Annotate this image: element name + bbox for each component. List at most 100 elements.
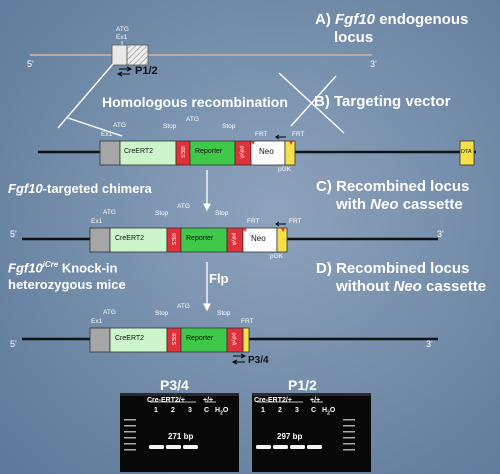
d-atg2-label: ATG <box>177 303 190 310</box>
gel-left-lane-h: H <box>215 407 221 414</box>
gel-right-band-size: 297 bp <box>277 432 303 441</box>
d-three-prime: 3' <box>426 339 433 349</box>
c-neo <box>242 227 278 253</box>
heading-a-line2: locus <box>334 29 374 46</box>
b-creert2-label: CreERT2 <box>124 148 154 155</box>
gel-left-lane-h2o: H2O <box>215 407 228 416</box>
heading-d-without: without <box>336 278 390 295</box>
d-exon <box>89 327 111 353</box>
d-frt-remnant <box>242 327 250 353</box>
c-pgk-label: pGK <box>270 253 284 260</box>
c-atg-label: ATG <box>103 209 116 216</box>
endogenous-exon-hatched <box>126 44 149 66</box>
gel-right-title: P1/2 <box>288 377 317 393</box>
heading-c-rest: cassette <box>402 196 463 213</box>
c-frt1-label: FRT <box>247 218 260 225</box>
gel-left-top-edge <box>120 393 239 396</box>
d-creert2-label: CreERT2 <box>115 335 145 342</box>
gel-left-title: P3/4 <box>160 377 189 393</box>
gel-right-lane-h2o: H2O <box>322 407 335 416</box>
p3-primer-icon <box>233 353 247 359</box>
gel-left-bg <box>120 393 239 472</box>
d-ires-label: IRES <box>169 333 176 345</box>
c-reporter-label: Reporter <box>186 235 214 242</box>
gel-right-genotype-het: Cre-ERT2/+ <box>254 397 292 404</box>
gel-right-lane-c: C <box>311 407 317 414</box>
d-polya-label: polyA <box>230 332 237 346</box>
knockin-sup: iCre <box>42 260 59 269</box>
d-five-prime: 5' <box>10 339 17 349</box>
d-creert2 <box>109 327 168 353</box>
endogenous-locus <box>30 41 372 77</box>
gel-right-lane-o: O <box>329 407 336 414</box>
gel-right-lane-1: 1 <box>261 407 265 414</box>
b-stop2-label: Stop <box>222 123 236 130</box>
c-ex1-label: Ex1 <box>91 218 103 225</box>
heading-c-line1: C) Recombined locus <box>316 178 470 195</box>
heading-a: A) Fgf10 endogenous <box>315 11 468 28</box>
gel-right-lane-h: H <box>322 407 328 414</box>
gel-left-genotype-wt: +/+ <box>203 397 214 404</box>
d-frt-label: FRT <box>241 318 254 325</box>
b-polya-label: polyA <box>238 145 245 159</box>
targeting-vector <box>38 134 476 166</box>
heading-c-neo: Neo <box>370 196 399 213</box>
gel-left-lane-o: O <box>222 407 229 414</box>
gel-left-lane-2: 2 <box>171 407 175 414</box>
gel-right-bands <box>256 445 322 449</box>
c-five-prime: 5' <box>10 229 17 239</box>
knockin-label: Fgf10iCre Knock-in <box>8 260 117 275</box>
gel-left-band-size: 271 bp <box>168 432 194 441</box>
heading-d-rest: cassette <box>426 278 487 295</box>
heading-c-line2: with Neo cassette <box>336 196 463 213</box>
d-reporter-label: Reporter <box>186 335 214 342</box>
heading-d-neo: Neo <box>393 278 422 295</box>
c-atg2-label: ATG <box>177 203 190 210</box>
c-polya-label: polyA <box>230 232 237 246</box>
c-primer-icon <box>275 221 286 227</box>
b-ires-label: IRES <box>178 146 185 158</box>
heading-a-letter: A) <box>315 11 331 28</box>
gel-left <box>120 393 239 472</box>
b-frt2-label: FRT <box>292 131 305 138</box>
gel-left-ladder <box>124 419 136 451</box>
vector-dta <box>459 140 475 166</box>
c-ires-label: IRES <box>169 233 176 245</box>
knockin-line2: heterozygous mice <box>8 277 126 292</box>
endogenous-exon-box <box>111 44 128 66</box>
flp-label: Flp <box>209 271 229 286</box>
homologous-recombination-label: Homologous recombination <box>102 94 288 110</box>
vector-exon <box>99 140 121 166</box>
c-pgk <box>276 227 288 253</box>
b-stop1-label: Stop <box>163 123 177 130</box>
p1-primer-icon <box>119 66 133 72</box>
a-three-prime: 3' <box>370 59 377 69</box>
c-neo-label: Neo <box>251 234 266 243</box>
gel-right-genotype-wt: +/+ <box>310 397 321 404</box>
heading-c-with: with <box>336 196 366 213</box>
d-stop2-label: Stop <box>217 310 231 317</box>
a-ex1-label: Ex1 <box>116 34 128 41</box>
c-frt2-marker <box>281 228 285 232</box>
d-reporter <box>180 327 228 353</box>
c-stop1-label: Stop <box>155 210 169 217</box>
p2-primer-icon <box>116 71 130 77</box>
c-three-prime: 3' <box>437 229 444 239</box>
c-frt2-label: FRT <box>289 218 302 225</box>
chimera-label: Fgf10-targeted chimera <box>8 181 152 196</box>
c-creert2-label: CreERT2 <box>115 235 145 242</box>
b-atg2-label: ATG <box>186 116 199 123</box>
chimera-gene: Fgf10 <box>8 181 43 196</box>
p34-label: P3/4 <box>248 355 269 366</box>
gel-right-lane-2: 2 <box>278 407 282 414</box>
b-frt1-label: FRT <box>255 131 268 138</box>
b-neo-label: Neo <box>259 147 274 156</box>
d-atg-label: ATG <box>103 309 116 316</box>
gel-right-ladder <box>343 419 355 451</box>
crossover-line-left-b <box>67 117 123 137</box>
heading-d-line1: D) Recombined locus <box>316 260 470 277</box>
gel-right-lane-3: 3 <box>295 407 299 414</box>
crossover-line-left-a <box>57 63 114 129</box>
